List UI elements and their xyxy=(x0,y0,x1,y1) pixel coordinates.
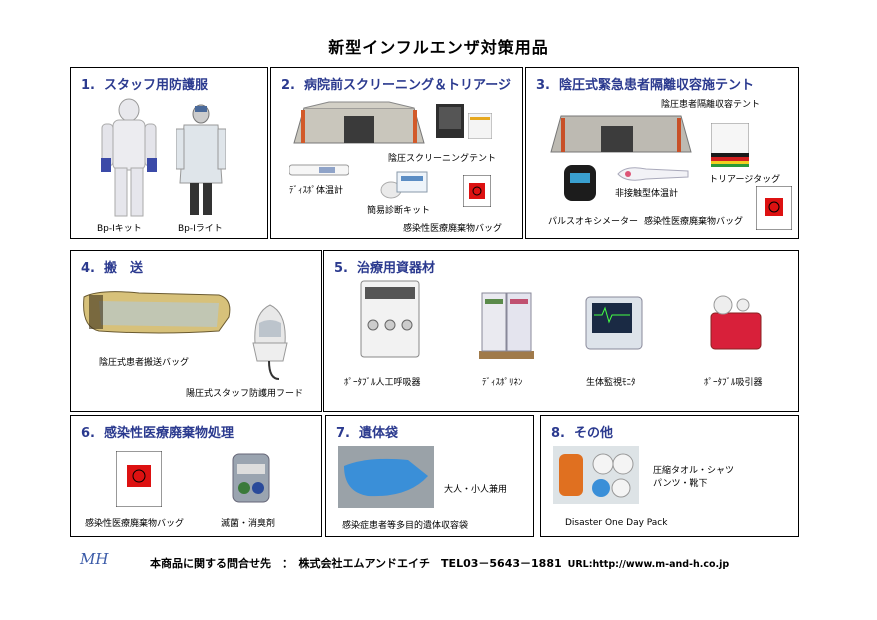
footer-contact: 本商品に関する問合せ先 ： 株式会社エムアンドエイチ TEL03－5643－18… xyxy=(150,555,729,571)
label-diagnostic-kit: 簡易診断キット xyxy=(367,206,431,216)
label-suction-unit: ﾎﾟｰﾀﾌﾞﾙ吸引器 xyxy=(704,378,763,388)
diagnostic-kit-image xyxy=(380,171,428,199)
section-body-bag: 7. 遺体袋 大人・小人兼用 感染症患者等多目的遺体収容袋 xyxy=(325,415,534,537)
document-stack-image xyxy=(468,113,492,139)
label-protective-hood: 陽圧式スタッフ防護用フード xyxy=(186,389,304,399)
label-underwear-socks: パンツ・靴下 xyxy=(653,479,708,489)
pulse-oximeter-image xyxy=(564,165,596,201)
label-transport-bag: 陰圧式患者搬送バッグ xyxy=(99,358,190,368)
section-title: 3. 陰圧式緊急患者隔離収容施テント xyxy=(536,78,755,93)
label-patient-monitor: 生体監視ﾓﾆﾀ xyxy=(586,378,636,388)
label-screening-tent: 陰圧スクリーニングテント xyxy=(388,154,497,164)
waste-bag-image xyxy=(756,186,792,230)
label-pulse-oximeter: パルスオキシメーター xyxy=(548,217,639,227)
label-bp-light: Bp-Iライト xyxy=(178,224,223,234)
section-transport: 4. 搬 送 陰圧式患者搬送バッグ 陽圧式スタッフ防護用フード xyxy=(70,250,322,412)
label-isolation-tent: 陰圧患者隔離収容テント xyxy=(661,100,761,110)
section-title: 6. 感染性医療廃棄物処理 xyxy=(81,426,235,441)
label-waste-bag: 感染性医療廃棄物バッグ xyxy=(403,224,503,234)
protective-suit-image xyxy=(101,98,157,217)
label-waste-bag: 感染性医療廃棄物バッグ xyxy=(85,519,185,529)
one-day-pack-image xyxy=(553,446,639,504)
disinfectant-image xyxy=(232,453,270,503)
transport-bag-image xyxy=(83,291,231,334)
label-body-bag-size: 大人・小人兼用 xyxy=(444,485,508,495)
section-screening-triage: 2. 病院前スクリーニング＆トリアージ 陰圧スクリーニングテント ﾃﾞｨｽﾎﾟ体… xyxy=(270,67,523,239)
section-title: 1. スタッフ用防護服 xyxy=(81,78,209,93)
protective-hood-image xyxy=(252,304,288,380)
section-title: 2. 病院前スクリーニング＆トリアージ xyxy=(281,78,512,93)
label-ventilator: ﾎﾟｰﾀﾌﾞﾙ人工呼吸器 xyxy=(344,378,421,388)
section-waste-treatment: 6. 感染性医療廃棄物処理 感染性医療廃棄物バッグ 滅菌・消臭剤 xyxy=(70,415,322,537)
label-compressed-towel: 圧縮タオル・シャツ xyxy=(653,466,735,476)
label-infrared-thermometer: 非接触型体温計 xyxy=(615,189,679,199)
section-isolation-tent: 3. 陰圧式緊急患者隔離収容施テント 陰圧患者隔離収容テント トリアージタッグ … xyxy=(525,67,799,239)
triage-tag-image xyxy=(711,123,749,167)
disposable-linen-image xyxy=(479,292,534,359)
company-logo: MH xyxy=(79,550,109,568)
company-url[interactable]: URL:http://www.m-and-h.co.jp xyxy=(567,559,730,570)
ventilator-image xyxy=(360,280,420,358)
infrared-thermometer-image xyxy=(617,167,689,181)
label-triage-tag: トリアージタッグ xyxy=(709,175,781,185)
isolation-tent-image xyxy=(550,115,692,153)
label-disinfectant: 滅菌・消臭剤 xyxy=(221,519,276,529)
label-thermometer: ﾃﾞｨｽﾎﾟ体温計 xyxy=(289,186,344,196)
label-body-bag: 感染症患者等多目的遺体収容袋 xyxy=(342,521,469,531)
section-title: 8. その他 xyxy=(551,426,614,441)
patient-monitor-image xyxy=(585,296,643,350)
contact-text: 本商品に関する問合せ先 ： 株式会社エムアンドエイチ TEL03－5643－18… xyxy=(150,557,562,570)
section-staff-protective-wear: 1. スタッフ用防護服 Bp-Iキット Bp-Iライト xyxy=(70,67,268,239)
body-bag-image xyxy=(338,446,434,508)
section-treatment-equipment: 5. 治療用資器材 ﾎﾟｰﾀﾌﾞﾙ人工呼吸器 ﾃﾞｨｽﾎﾟﾘﾈﾝ 生体監視ﾓﾆﾀ… xyxy=(323,250,799,412)
waste-bag-image xyxy=(463,175,491,207)
thermometer-image xyxy=(289,164,349,176)
section-title: 7. 遺体袋 xyxy=(336,426,399,441)
label-one-day-pack: Disaster One Day Pack xyxy=(565,518,668,528)
section-title: 4. 搬 送 xyxy=(81,261,144,276)
label-bp-kit: Bp-Iキット xyxy=(97,224,142,234)
label-disposable-linen: ﾃﾞｨｽﾎﾟﾘﾈﾝ xyxy=(482,378,523,388)
protective-gown-image xyxy=(176,104,226,215)
screening-cabinet-image xyxy=(436,104,464,138)
screening-tent-image xyxy=(293,101,425,144)
suction-unit-image xyxy=(710,295,762,350)
svg-text:MH: MH xyxy=(79,550,109,568)
section-other: 8. その他 圧縮タオル・シャツ パンツ・靴下 Disaster One Day… xyxy=(540,415,799,537)
label-waste-bag: 感染性医療廃棄物バッグ xyxy=(644,217,744,227)
waste-bag-image xyxy=(116,451,162,507)
page-title: 新型インフルエンザ対策用品 xyxy=(328,38,549,57)
section-title: 5. 治療用資器材 xyxy=(334,261,436,276)
